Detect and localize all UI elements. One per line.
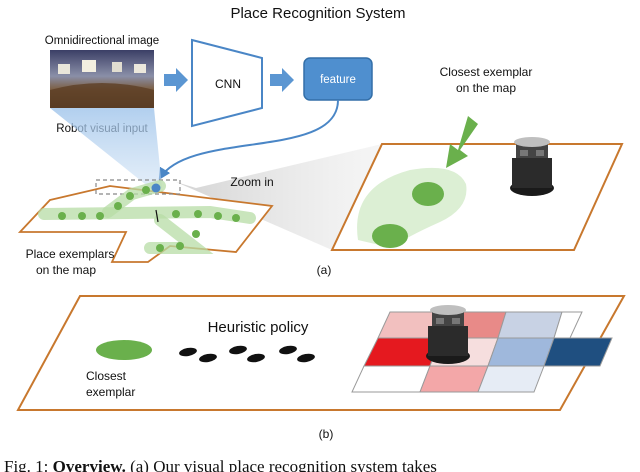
exemplar-dot	[372, 224, 408, 248]
closest-exemplar-label: Closest exemplar	[440, 65, 533, 79]
panel-a-tag: (a)	[317, 263, 332, 277]
zoom-wedge	[176, 144, 382, 250]
omni-image	[50, 50, 154, 108]
feature-label: feature	[320, 74, 356, 86]
heuristic-policy-label: Heuristic policy	[208, 319, 309, 336]
omni-image-label: Omnidirectional image	[45, 35, 159, 47]
caption-rest: (a) Our visual place recognition system …	[126, 457, 437, 472]
zoom-label: Zoom in	[230, 175, 273, 189]
figure-caption: Fig. 1: Overview. (a) Our visual place r…	[4, 457, 437, 472]
place-exemplars-label: Place exemplars	[26, 247, 115, 261]
closest-exemplar-label-b: Closest	[86, 369, 127, 383]
closest-exemplar-label-2: on the map	[456, 81, 516, 95]
robot-icon	[510, 137, 554, 196]
closest-exemplar-label-b-2: exemplar	[86, 385, 135, 399]
visual-beam	[50, 108, 162, 188]
place-exemplars-label-2: on the map	[36, 263, 96, 277]
exemplar-dot	[412, 182, 444, 206]
feature-link	[158, 99, 339, 181]
caption-bold: Overview.	[53, 457, 126, 472]
footprint-icon	[179, 345, 315, 363]
arrow-icon	[164, 68, 188, 92]
arrow-icon	[270, 68, 294, 92]
caption-prefix: Fig. 1:	[4, 457, 53, 472]
cnn-block	[191, 38, 263, 128]
cnn-label: CNN	[215, 77, 241, 91]
panel-b-tag: (b)	[319, 427, 334, 441]
small-map	[17, 179, 274, 263]
arrow-icon	[446, 116, 478, 168]
figure-title: Place Recognition System	[230, 5, 405, 22]
closest-exemplar-dot	[96, 340, 152, 360]
robot-icon	[426, 305, 470, 364]
